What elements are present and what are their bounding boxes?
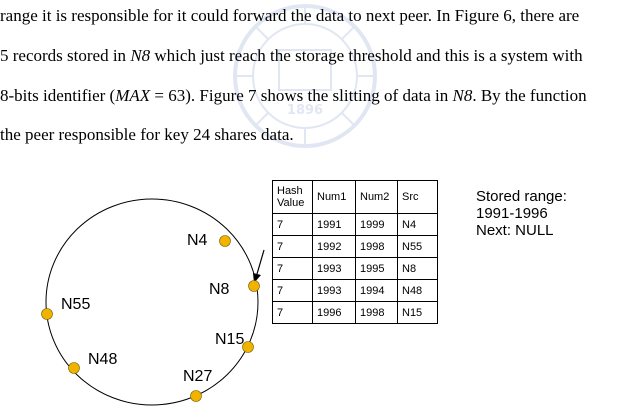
text-segment: the peer responsible for key 24 shares d… bbox=[0, 125, 294, 144]
header-num2: Num2 bbox=[355, 180, 398, 214]
info-next-value: Next: NULL bbox=[476, 222, 554, 239]
table-row: 7 1993 1995 N8 bbox=[272, 257, 438, 280]
table-row: 7 1992 1998 N55 bbox=[272, 235, 438, 258]
paragraph-line: range it is responsible for it could for… bbox=[0, 6, 579, 26]
node-label-n8: N8 bbox=[209, 281, 230, 298]
table-cell: 1998 bbox=[355, 235, 398, 258]
university-seal-watermark: 1896 bbox=[233, 4, 377, 148]
table-header-row: Hash Value Num1 Num2 Src bbox=[272, 180, 438, 214]
table-cell: 1995 bbox=[355, 257, 398, 280]
paragraph-line: 8-bits identifier (MAX = 63). Figure 7 s… bbox=[0, 86, 587, 106]
node-dot-n27 bbox=[190, 390, 202, 402]
stored-range-info: Stored range: 1991-1996 Next: NULL bbox=[476, 188, 567, 239]
table-cell: 7 bbox=[272, 235, 313, 258]
info-stored-range-label: Stored range: bbox=[476, 188, 567, 205]
node-label-n15: N15 bbox=[215, 331, 245, 348]
table-cell: 1999 bbox=[355, 213, 398, 236]
text-segment: . By the function bbox=[472, 86, 587, 105]
text-segment: 5 records stored in bbox=[0, 46, 131, 65]
table-cell: 1993 bbox=[312, 257, 356, 280]
paragraph-line: 5 records stored in N8 which just reach … bbox=[0, 46, 583, 66]
node-label-n4: N4 bbox=[187, 232, 208, 249]
svg-text:1896: 1896 bbox=[287, 103, 323, 118]
text-segment: which just reach the storage threshold a… bbox=[150, 46, 583, 65]
table-cell: 1998 bbox=[355, 301, 398, 324]
table-cell: 7 bbox=[272, 257, 313, 280]
italic-text: MAX bbox=[115, 86, 151, 105]
node-dot-n55 bbox=[41, 308, 53, 320]
table-cell: N48 bbox=[397, 279, 438, 302]
text-segment: = 63). Figure 7 shows the slitting of da… bbox=[150, 86, 453, 105]
node-dot-n48 bbox=[68, 362, 80, 374]
pointer-arrow bbox=[256, 249, 265, 275]
node-label-n48: N48 bbox=[88, 351, 118, 368]
text-segment: 8-bits identifier ( bbox=[0, 86, 116, 105]
table-cell: N55 bbox=[397, 235, 438, 258]
table-cell: 7 bbox=[272, 279, 313, 302]
table-cell: 1991 bbox=[312, 213, 356, 236]
table-cell: N8 bbox=[397, 257, 438, 280]
table-row: 7 1996 1998 N15 bbox=[272, 301, 438, 324]
node-label-n27: N27 bbox=[183, 368, 213, 385]
text-segment: range it is responsible for it could for… bbox=[0, 6, 580, 25]
info-range-value: 1991-1996 bbox=[476, 205, 548, 222]
table-cell: 7 bbox=[272, 213, 313, 236]
table-cell: 1994 bbox=[355, 279, 398, 302]
node-label-n55: N55 bbox=[61, 296, 91, 313]
table-row: 7 1993 1994 N48 bbox=[272, 279, 438, 302]
table-cell: 7 bbox=[272, 301, 313, 324]
ring-circle bbox=[45, 198, 259, 406]
header-src: Src bbox=[397, 180, 438, 214]
header-num1: Num1 bbox=[312, 180, 356, 214]
italic-text: N8 bbox=[452, 86, 473, 105]
records-table: Hash Value Num1 Num2 Src 7 1991 1999 N4 … bbox=[272, 180, 438, 324]
table-cell: 1996 bbox=[312, 301, 356, 324]
node-dot-n15 bbox=[242, 341, 254, 353]
paragraph-line: the peer responsible for key 24 shares d… bbox=[0, 125, 294, 145]
italic-text: N8 bbox=[130, 46, 151, 65]
table-cell: N4 bbox=[397, 213, 438, 236]
table-cell: 1993 bbox=[312, 279, 356, 302]
table-row: 7 1991 1999 N4 bbox=[272, 213, 438, 236]
node-dot-n4 bbox=[219, 235, 231, 247]
node-dot-n8 bbox=[248, 280, 260, 292]
table-cell: 1992 bbox=[312, 235, 356, 258]
table-cell: N15 bbox=[397, 301, 438, 324]
header-hash-value: Hash Value bbox=[272, 180, 313, 214]
